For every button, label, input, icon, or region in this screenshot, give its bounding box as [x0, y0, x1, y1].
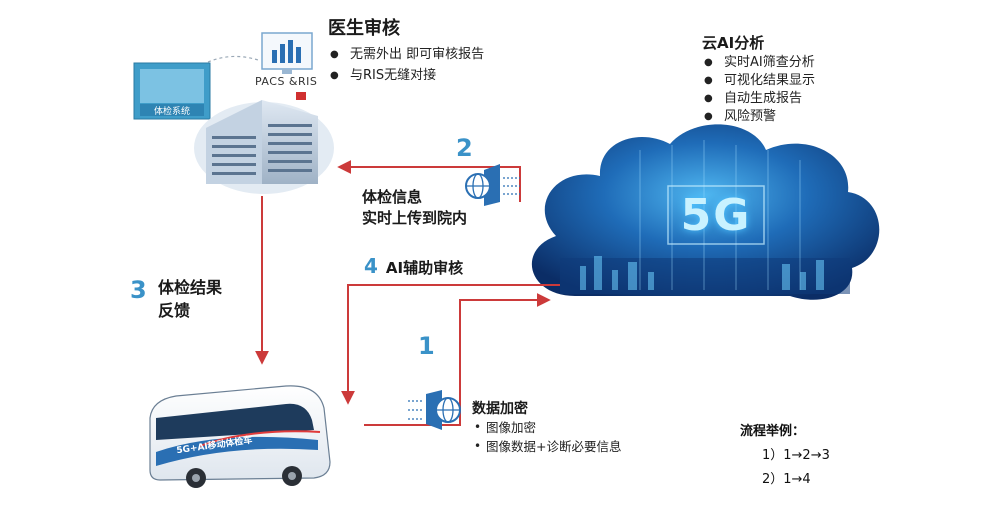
flow-example-item: 1）1→2→3 — [762, 448, 830, 463]
doctor-review-item: 无需外出 即可审核报告 — [328, 44, 484, 65]
arrow-step-4 — [341, 284, 560, 405]
5g-cloud — [531, 124, 880, 300]
doctor-review-list: 无需外出 即可审核报告 与RIS无缝对接 — [328, 44, 484, 86]
cloud-ai-block: 云AI分析 实时AI筛查分析 可视化结果显示 自动生成报告 风险预警 — [702, 32, 815, 126]
doctor-review-block: 医生审核 无需外出 即可审核报告 与RIS无缝对接 — [328, 14, 484, 86]
encryption-list: 图像加密 图像数据+诊断必要信息 — [472, 418, 621, 456]
cloud-ai-item: 可视化结果显示 — [702, 72, 815, 90]
step-2-number: 2 — [456, 134, 473, 162]
flow-example-title: 流程举例： — [740, 424, 806, 439]
step-3-label-line: 反馈 — [158, 301, 191, 320]
mobile-exam-bus — [149, 385, 331, 488]
encryption-item: 图像数据+诊断必要信息 — [472, 437, 621, 456]
cloud-ai-item: 实时AI筛查分析 — [702, 54, 815, 72]
exam-system-screen — [133, 62, 211, 120]
step-1-number: 1 — [418, 332, 435, 360]
step-3-label-line: 体检结果 — [158, 278, 223, 297]
exam-system-label: 体检系统 — [153, 107, 190, 117]
cloud-ai-title: 云AI分析 — [702, 34, 765, 52]
doctor-review-title: 医生审核 — [328, 18, 400, 39]
arrow-step-2 — [337, 160, 521, 202]
arrow-step-1 — [364, 293, 551, 426]
step-2-label-line: 实时上传到院内 — [362, 209, 468, 227]
hospital-building — [194, 92, 334, 194]
step-3-number: 3 — [130, 276, 147, 304]
pacs-ris-label: PACS &RIS — [255, 75, 318, 88]
step-2-label-line: 体检信息 — [362, 188, 423, 206]
doctor-review-item: 与RIS无缝对接 — [328, 65, 484, 86]
step-4-group: 4 AI辅助审核 — [364, 254, 463, 279]
cloud-ai-item: 风险预警 — [702, 108, 815, 126]
globe-shield-icon-upload — [465, 164, 520, 206]
globe-shield-icon-encrypt — [408, 390, 461, 430]
flow-example-item: 2）1→4 — [762, 472, 811, 487]
encryption-item: 图像加密 — [472, 418, 621, 437]
step-3-label: 体检结果 反馈 — [158, 276, 222, 322]
flow-example-block: 流程举例： 1）1→2→3 2）1→4 — [740, 420, 830, 492]
cloud-ai-item: 自动生成报告 — [702, 90, 815, 108]
step-4-label: AI辅助审核 — [385, 259, 464, 277]
connector-line — [207, 55, 259, 63]
encryption-title: 数据加密 — [472, 401, 528, 417]
encryption-block: 数据加密 图像加密 图像数据+诊断必要信息 — [472, 398, 621, 456]
pacs-monitor-icon — [261, 32, 313, 74]
cloud-ai-list: 实时AI筛查分析 可视化结果显示 自动生成报告 风险预警 — [702, 54, 815, 126]
step-2-label: 体检信息 实时上传到院内 — [362, 187, 467, 229]
step-4-number: 4 — [364, 254, 378, 278]
5g-badge: 5G — [680, 190, 752, 241]
